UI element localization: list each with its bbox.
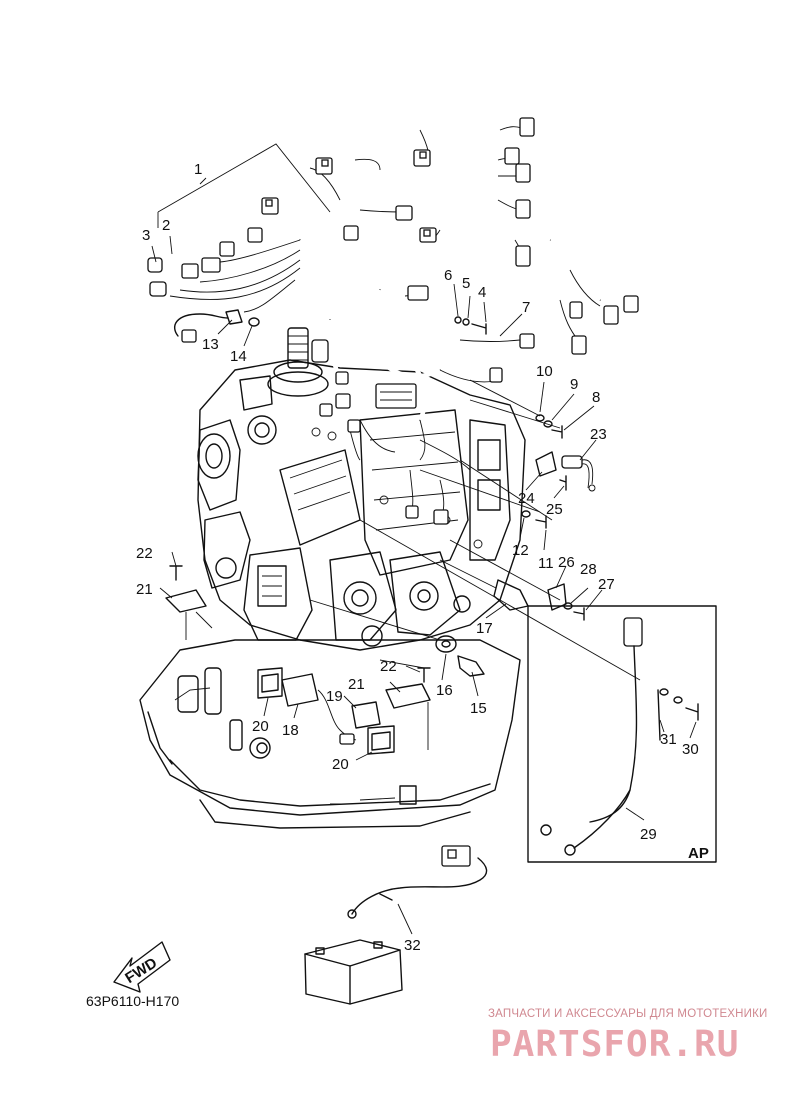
callout-25: 25: [546, 501, 563, 518]
callout-10: 10: [536, 363, 553, 380]
callout-18: 18: [282, 722, 299, 739]
callout-20-right: 20: [332, 756, 349, 773]
callout-26: 26: [558, 554, 575, 571]
callout-3: 3: [142, 227, 150, 244]
inset-ap: [527, 605, 717, 863]
callout-23: 23: [590, 426, 607, 443]
watermark-tagline: ЗАПЧАСТИ И АКСЕССУАРЫ ДЛЯ МОТОТЕХНИКИ: [488, 1008, 768, 1020]
callout-5: 5: [462, 275, 470, 292]
callout-20-left: 20: [252, 718, 269, 735]
callout-6: 6: [444, 267, 452, 284]
callout-22-left: 22: [136, 545, 153, 562]
callout-8: 8: [592, 389, 600, 406]
callout-32: 32: [404, 937, 421, 954]
callout-22-right: 22: [380, 658, 397, 675]
inset-label-ap: AP: [688, 845, 709, 862]
callout-15: 15: [470, 700, 487, 717]
watermark-logo: PARTSFOR.RU: [490, 1024, 740, 1065]
callout-7: 7: [522, 299, 530, 316]
engine-block: [139, 327, 526, 829]
callout-14: 14: [230, 348, 247, 365]
callout-28: 28: [580, 561, 597, 578]
callout-29: 29: [640, 826, 657, 843]
callout-31: 31: [660, 731, 677, 748]
battery-assembly: [304, 845, 488, 1005]
callout-9: 9: [570, 376, 578, 393]
fwd-arrow: FWD: [113, 941, 171, 993]
wire-harness: [147, 105, 639, 525]
leader-lines: [151, 143, 697, 935]
callout-numbers: 1 2 3 4 5 6 7 8 9 10 11 12 13 14 15 16 1…: [136, 161, 709, 954]
callout-30: 30: [682, 741, 699, 758]
callout-24: 24: [518, 490, 535, 507]
callout-21-right: 21: [348, 676, 365, 693]
callout-21-left: 21: [136, 581, 153, 598]
callout-13: 13: [202, 336, 219, 353]
small-parts: [165, 309, 596, 755]
callout-17: 17: [476, 620, 493, 637]
callout-1: 1: [194, 161, 202, 178]
callout-11: 11: [538, 555, 554, 572]
callout-16: 16: [436, 682, 453, 699]
callout-19: 19: [326, 688, 343, 705]
drawing-code: 63P6110-H170: [86, 993, 180, 1009]
callout-4: 4: [478, 284, 486, 301]
callout-2: 2: [162, 217, 170, 234]
callout-27: 27: [598, 576, 615, 593]
callout-12: 12: [512, 542, 529, 559]
